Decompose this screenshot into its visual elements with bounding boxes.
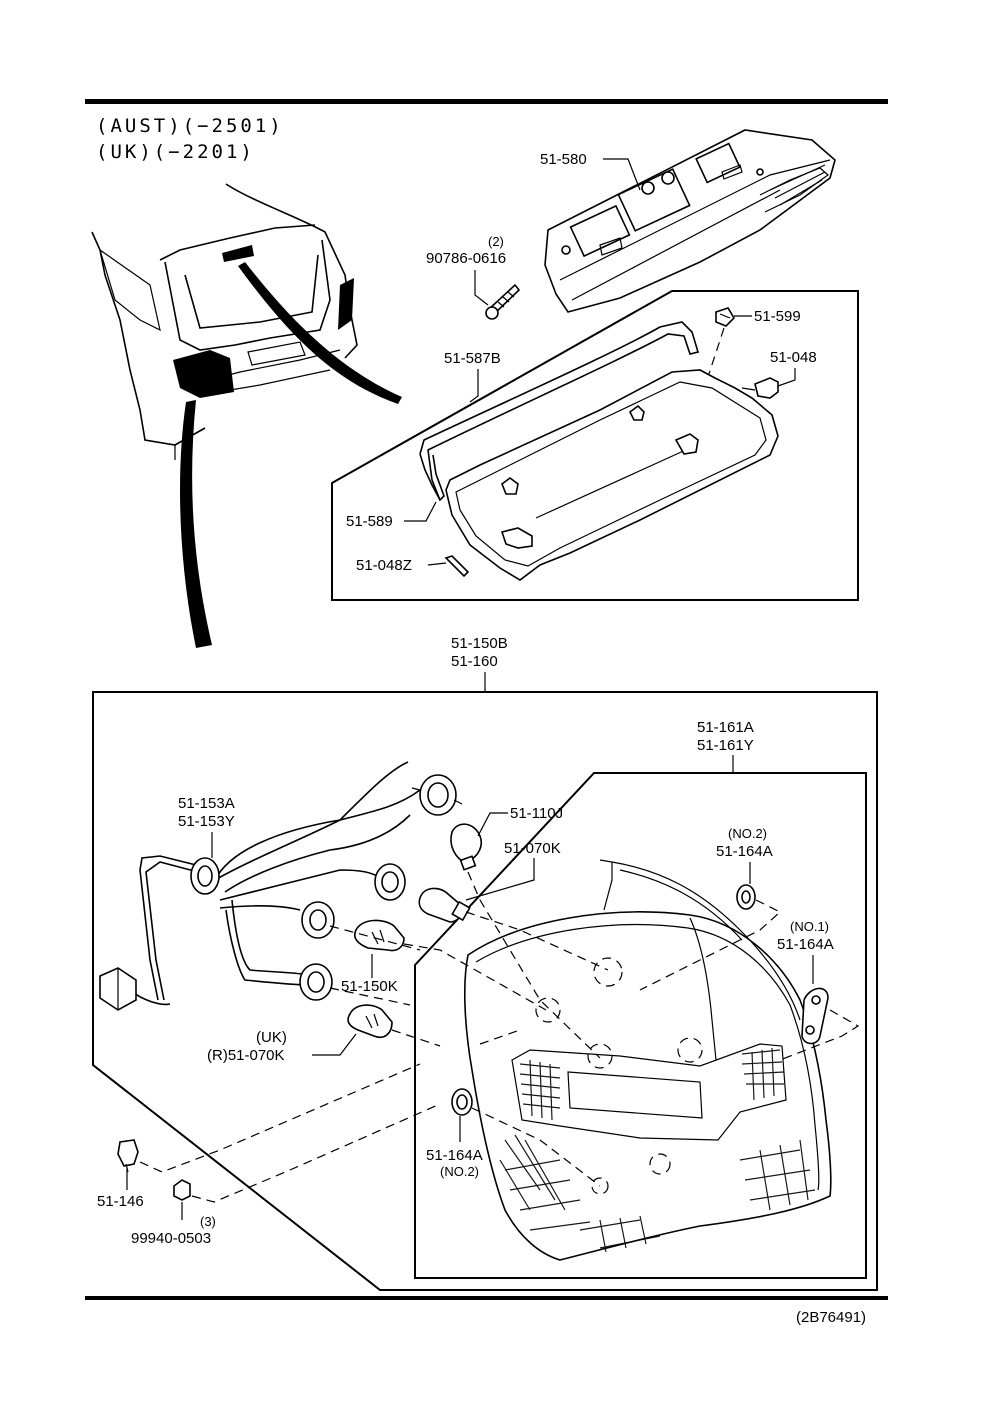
label-90786-0616: 90786-0616 [426,250,506,267]
leader-51-580 [603,158,641,191]
gasket-51-587b [419,321,700,502]
lens-housing-box [414,772,867,1279]
label-51-164a-no2-top: 51-164A [716,843,773,860]
gasket-51-164a-no2-bottom-icon [451,1088,473,1116]
label-51-150k: 51-150K [341,978,398,995]
nut-99940-0503-icon [173,1179,191,1201]
bulb-51-110j-icon [450,823,483,871]
label-51-599: 51-599 [754,308,801,325]
high-mount-lamp-housing [544,129,836,313]
leader-51-589 [404,501,437,522]
tail-lamp-housing [463,859,832,1261]
installation-dash-lines [139,871,860,1203]
variant-line-1: (AUST)(−2501) [96,115,284,137]
label-51-110j: 51-110J [510,805,563,822]
tail-lamp-group-box [92,691,878,1291]
label-51-070k: 51-070K [504,840,561,857]
wiring-harness-51-153a [99,761,463,1011]
bulb-51-070k-uk-icon [347,1004,393,1038]
label-51-164a-no2-bottom-qualifier: (NO.2) [440,1164,479,1179]
clip-51-048-icon [754,377,779,399]
label-51-150b: 51-150B [451,635,508,652]
label-51-160: 51-160 [451,653,498,670]
label-99940-0503: 99940-0503 [131,1230,211,1247]
bulb-51-070k-icon [418,887,471,923]
leader-51-070k-r [312,1033,357,1056]
screw-51-146-icon [117,1139,139,1173]
label-51-048: 51-048 [770,349,817,366]
lens-cover [445,369,779,581]
bottom-rule [85,1296,888,1300]
label-51-164a-no1: 51-164A [777,936,834,953]
screw-90786-0616-icon [485,283,521,320]
gasket-51-164a-no1-icon [801,987,829,1045]
bulb-51-150k-icon [353,919,405,952]
top-rule [85,99,888,104]
label-90786-qty: (2) [488,234,504,249]
leader-51-587b [469,369,479,403]
leader-51-048z [427,562,447,566]
leader-51-070k [465,858,535,901]
leader-90786-0616 [474,270,489,306]
clip-51-048z-icon [444,555,470,578]
label-51-164a-no2-top-qualifier: (NO.2) [728,826,767,841]
label-51-048z: 51-048Z [356,557,412,574]
car-rear-illustration [91,183,402,648]
clip-51-599-icon [715,307,736,327]
label-51-070k-r: (R)51-070K [207,1047,285,1064]
label-51-164a-no1-qualifier: (NO.1) [790,919,829,934]
label-51-587b: 51-587B [444,350,501,367]
label-uk-qualifier: (UK) [256,1029,287,1046]
label-99940-qty: (3) [200,1214,216,1229]
gasket-51-164a-no2-top-icon [736,884,756,910]
label-51-153y: 51-153Y [178,813,235,830]
leader-51-048 [777,368,796,387]
label-51-164a-no2-bottom: 51-164A [426,1147,483,1164]
label-51-580: 51-580 [540,151,587,168]
drawing-number: (2B76491) [796,1309,866,1326]
label-51-153a: 51-153A [178,795,235,812]
label-51-161a: 51-161A [697,719,754,736]
variant-line-2: (UK)(−2201) [96,141,255,163]
lens-group-box [331,290,859,601]
label-51-161y: 51-161Y [697,737,754,754]
label-51-589: 51-589 [346,513,393,530]
label-51-146: 51-146 [97,1193,144,1210]
leader-51-110j [477,812,508,837]
